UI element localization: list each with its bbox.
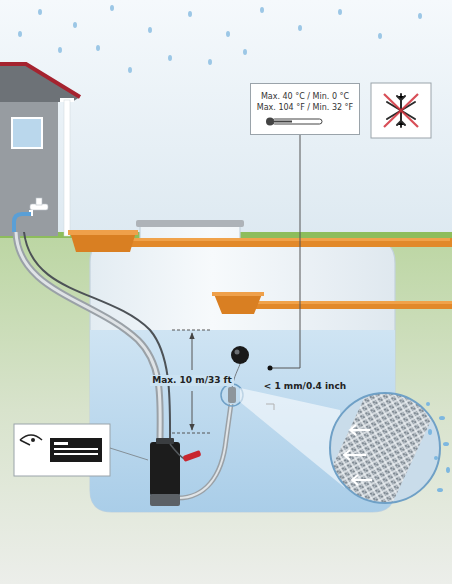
leader-line bbox=[266, 135, 300, 410]
rain-drops bbox=[18, 5, 422, 73]
thermometer-icon-part bbox=[272, 121, 292, 123]
overflow-pipe-part bbox=[250, 301, 452, 304]
mesh-zoom-part bbox=[350, 425, 370, 435]
tap-part bbox=[14, 214, 31, 232]
house-part bbox=[0, 64, 80, 102]
overflow-pipe-part bbox=[214, 294, 262, 314]
house-part bbox=[12, 118, 42, 148]
house bbox=[0, 64, 80, 236]
frost-box-part bbox=[384, 94, 418, 127]
nameplate-box-part bbox=[110, 448, 148, 460]
rain-drops-part bbox=[168, 55, 172, 61]
debris-drops-part bbox=[446, 467, 450, 473]
zoom-beam-part bbox=[240, 388, 345, 488]
rain-drops-part bbox=[243, 49, 247, 55]
rain-drops-part bbox=[418, 13, 422, 19]
zoom-beam bbox=[240, 388, 345, 488]
depth-dimension-part bbox=[172, 330, 212, 331]
leader-line-part bbox=[271, 135, 300, 368]
rain-drops-part bbox=[148, 27, 152, 33]
thermometer-icon-part bbox=[266, 118, 274, 126]
frost-box-part bbox=[371, 83, 431, 138]
mesh-zoom-part bbox=[318, 369, 441, 525]
rain-drops-part bbox=[208, 59, 212, 65]
float-switch-part bbox=[235, 350, 240, 355]
tank-part bbox=[136, 220, 244, 227]
rain-drops-part bbox=[188, 11, 192, 17]
sky-part bbox=[0, 0, 452, 240]
inlet-pipe-part bbox=[68, 230, 138, 235]
leader-line-part bbox=[268, 366, 273, 371]
suction-hose-part bbox=[178, 404, 231, 498]
sky bbox=[0, 0, 452, 240]
debris-drops-part bbox=[428, 429, 432, 435]
nameplate-box-part bbox=[14, 424, 110, 476]
float-switch-part bbox=[231, 346, 249, 364]
overflow-pipe-part bbox=[250, 301, 452, 309]
float-switch-part bbox=[228, 387, 236, 403]
nameplate-box-part bbox=[31, 438, 35, 442]
rain-drops-part bbox=[298, 25, 302, 31]
pressure-hose bbox=[16, 232, 170, 444]
rain-drops-part bbox=[260, 7, 264, 13]
mesh-zoom-part bbox=[352, 475, 372, 485]
rain-drops-part bbox=[110, 5, 114, 11]
nameplate-box bbox=[14, 424, 148, 476]
nameplate-box-part bbox=[20, 435, 42, 445]
tap-part bbox=[36, 198, 42, 205]
debris-drops-part bbox=[437, 488, 443, 492]
pump-part bbox=[156, 438, 174, 444]
debris-drops-part bbox=[434, 456, 438, 460]
rain-drops-part bbox=[128, 67, 132, 73]
mesh-zoom-part bbox=[330, 393, 440, 503]
depth-dimension-part bbox=[172, 433, 212, 434]
thermometer-icon bbox=[266, 118, 322, 126]
mesh-zoom-part bbox=[344, 450, 366, 460]
depth-dimension-part bbox=[192, 391, 193, 430]
house-part bbox=[64, 100, 70, 236]
rain-drops-part bbox=[96, 45, 100, 51]
rain-drops-part bbox=[226, 31, 230, 37]
spec-box: Max. 40 °C / Min. 0 °CMax. 104 °F / Min.… bbox=[250, 83, 360, 135]
debris-drops bbox=[426, 402, 450, 492]
mesh-zoom bbox=[318, 369, 441, 525]
debris-drops-part bbox=[443, 442, 449, 446]
frost-box bbox=[371, 83, 431, 138]
thermometer-icon-part bbox=[272, 119, 322, 124]
nameplate-box-part bbox=[50, 438, 102, 462]
tap bbox=[14, 198, 48, 232]
rain-drops-part bbox=[73, 22, 77, 28]
pump-part bbox=[183, 450, 202, 462]
suction-hose-part bbox=[178, 404, 231, 498]
overflow-pipe-part bbox=[212, 292, 264, 296]
mesh-size-label: < 1 mm/0.4 inch bbox=[262, 381, 348, 392]
inlet-pipe bbox=[68, 230, 452, 252]
nameplate-box-part bbox=[54, 448, 98, 450]
overflow-pipe bbox=[212, 292, 452, 314]
rain-drops-part bbox=[338, 9, 342, 15]
spec-text: Max. 40 °C / Min. 0 °C bbox=[251, 91, 359, 102]
pump-part bbox=[150, 494, 180, 506]
depth-dimension-part bbox=[192, 333, 193, 370]
float-switch-part bbox=[221, 384, 243, 406]
rain-drops-part bbox=[378, 33, 382, 39]
pressure-hose-part bbox=[24, 232, 170, 444]
rain-drops-part bbox=[18, 31, 22, 37]
suction-hose bbox=[178, 404, 231, 498]
pump bbox=[150, 438, 201, 506]
inlet-pipe-part bbox=[128, 238, 450, 241]
debris-drops-part bbox=[439, 416, 445, 420]
debris-drops-part bbox=[426, 402, 430, 406]
rain-drops-part bbox=[38, 9, 42, 15]
rain-drops-part bbox=[58, 47, 62, 53]
spec-text: Max. 104 °F / Min. 32 °F bbox=[251, 102, 359, 113]
depth-label: Max. 10 m/33 ft bbox=[150, 375, 234, 386]
house-part bbox=[0, 64, 80, 97]
house-part bbox=[0, 88, 58, 236]
nameplate-box-part bbox=[54, 453, 98, 455]
nameplate-box-part bbox=[54, 442, 68, 445]
